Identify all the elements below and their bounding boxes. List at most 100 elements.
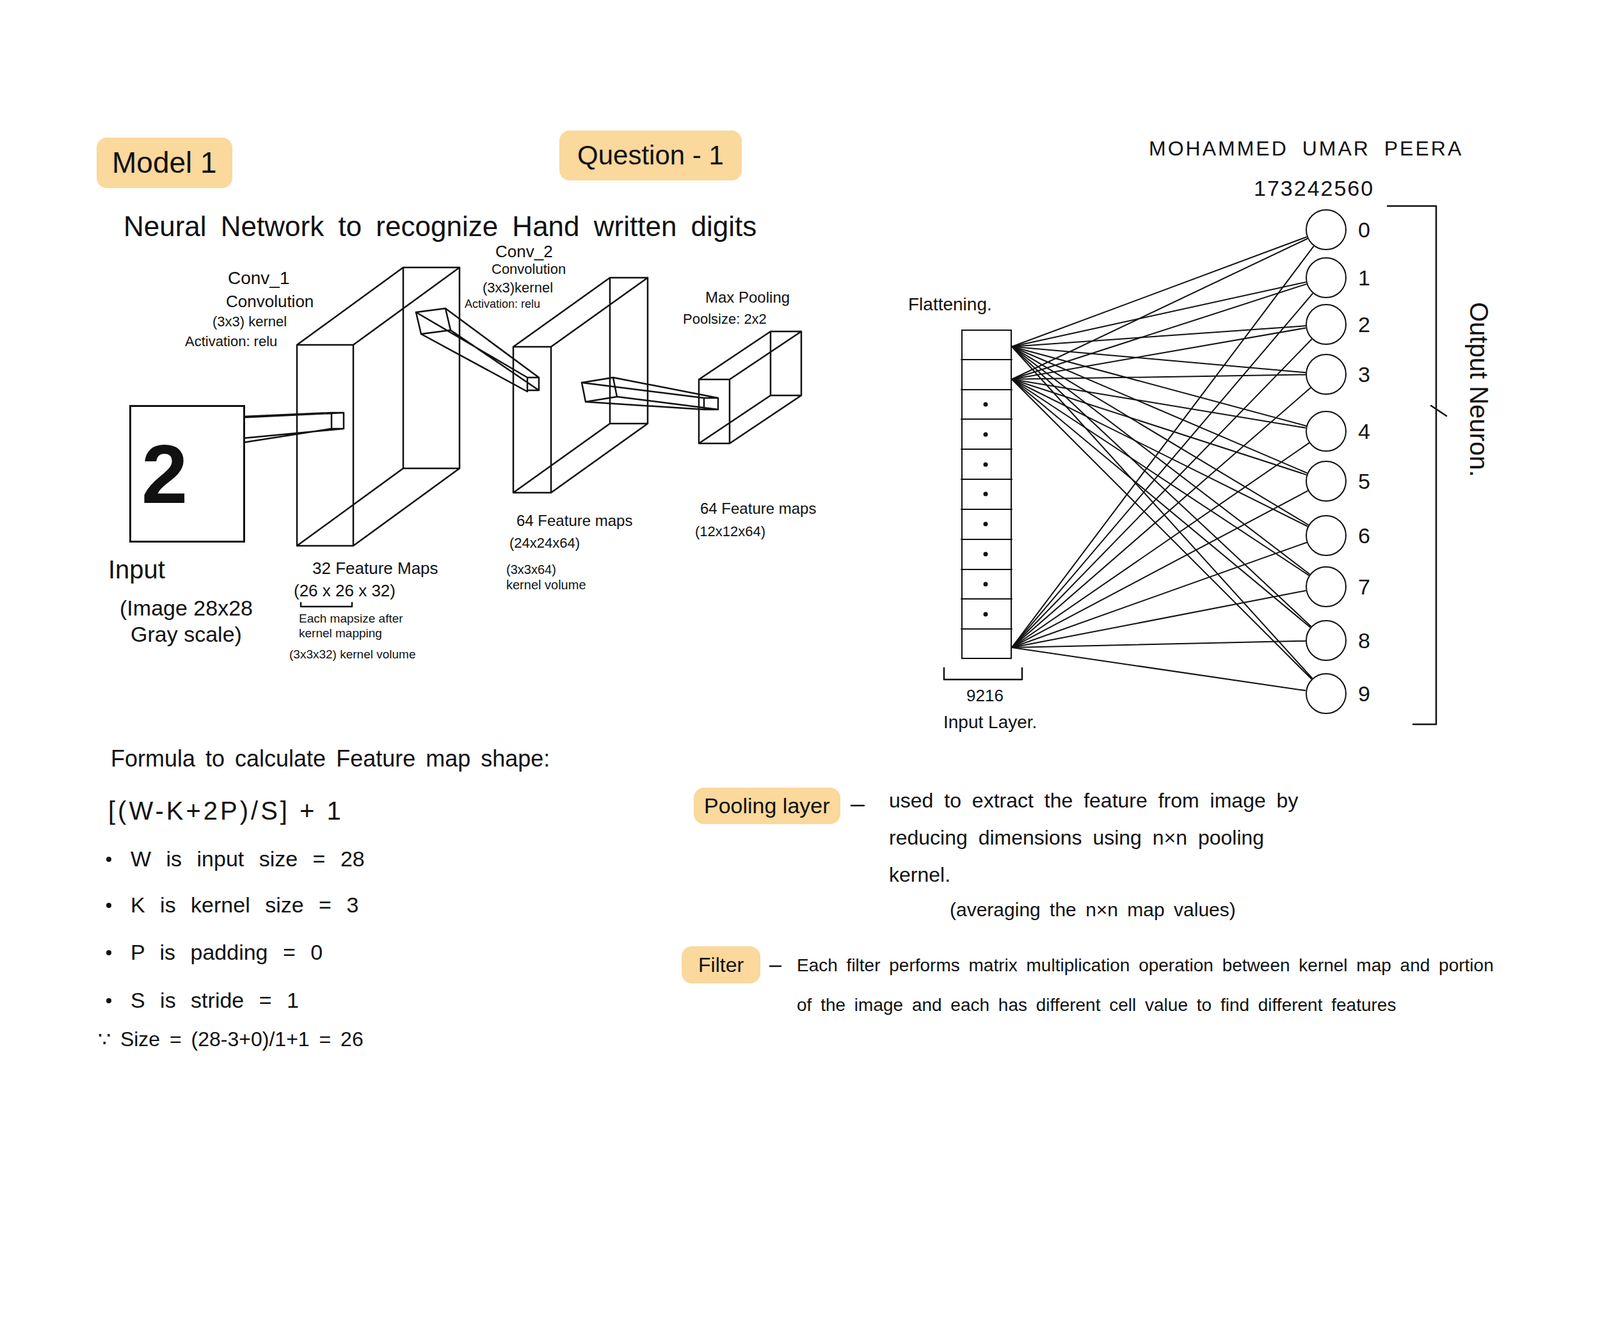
node-text: Pooling layer — [704, 792, 831, 820]
definition-text: used to extract the feature from image b… — [887, 782, 1300, 894]
output-neuron: 2 — [1305, 304, 1347, 345]
layer-heading: Flattening. — [906, 293, 994, 316]
feature-shape: (12x12x64) — [693, 523, 767, 541]
connector-line — [1011, 236, 1314, 648]
axis-label: Output Neuron. — [1463, 300, 1495, 479]
pooling-window-lines — [581, 377, 719, 410]
feature-shape: (26 x 26 x 32) — [292, 581, 397, 601]
flatten-dot — [983, 432, 989, 438]
flatten-dot — [983, 582, 989, 587]
node-text: Model 1 — [112, 145, 217, 181]
layer-size: 9216 — [965, 686, 1005, 706]
output-neuron: 8 — [1305, 620, 1347, 662]
bullet-dot — [106, 856, 112, 863]
connector-line — [1011, 346, 1309, 648]
formula-term: P is padding = 0 — [129, 939, 324, 966]
neuron-digit: 7 — [1356, 574, 1372, 601]
formula-term: W is input size = 28 — [129, 846, 367, 873]
definition-note: (averaging the n×n map values) — [948, 898, 1238, 922]
formula-term: S is stride = 1 — [129, 987, 301, 1014]
pool-size: Poolsize: 2x2 — [681, 311, 768, 328]
layer-type: Convolution — [224, 291, 315, 312]
feature-count: 64 Feature maps — [515, 512, 634, 531]
connector-line — [1011, 282, 1313, 648]
layer-name: Conv_1 — [226, 267, 292, 290]
feature-count: 32 Feature Maps — [311, 558, 440, 579]
flatten-dot — [983, 612, 989, 617]
output-neuron: 3 — [1305, 353, 1347, 395]
formula: [(W-K+2P)/S] + 1 — [106, 795, 345, 827]
neuron-digit: 5 — [1356, 468, 1372, 495]
output-neuron: 4 — [1305, 410, 1347, 452]
neuron-digit: 3 — [1356, 361, 1372, 388]
bullet-dot — [106, 998, 112, 1004]
output-neuron: 0 — [1305, 209, 1347, 251]
connector-line — [1011, 346, 1313, 692]
conv1-feature-block — [296, 267, 460, 546]
diagram-title: Neural Network to recognize Hand written… — [122, 209, 758, 244]
layer-name: Max Pooling — [704, 288, 792, 308]
output-bracket — [1387, 206, 1447, 725]
neuron-digit: 9 — [1356, 680, 1372, 708]
connector-line — [1011, 346, 1311, 648]
output-neuron: 6 — [1305, 515, 1347, 557]
activation: Activation: relu — [183, 333, 279, 351]
digit-glyph: 2 — [140, 432, 189, 516]
kernel-volume: (3x3x64) kernel volume — [504, 561, 594, 593]
receptive-field-lines — [416, 308, 539, 392]
bullet-dot — [106, 903, 112, 909]
neuron-digit: 0 — [1356, 216, 1372, 244]
input-label: Input — [106, 554, 167, 585]
neuron-digit: 2 — [1356, 311, 1372, 338]
neuron-digit: 8 — [1356, 627, 1372, 655]
conv2-patch — [581, 377, 617, 402]
size-bracket — [944, 668, 1023, 680]
neuron-digit: 6 — [1356, 522, 1372, 550]
bullet-dot — [106, 950, 112, 956]
term-highlight: Filter — [681, 946, 761, 984]
term-highlight: Pooling layer — [693, 787, 841, 825]
feature-count: 64 Feature maps — [698, 499, 818, 519]
input-image: 2 — [129, 405, 246, 543]
output-neuron: 1 — [1305, 257, 1347, 299]
dash-mark — [769, 965, 781, 968]
kernel-volume: (3x3x32) kernel volume — [288, 647, 417, 663]
connector-line — [1011, 346, 1311, 648]
flatten-dot — [983, 402, 989, 408]
size-bracket — [300, 602, 352, 607]
input-note: (Image 28x28 Gray scale) — [101, 595, 271, 648]
layer-name: Conv_2 — [494, 241, 555, 262]
connector-line — [1011, 325, 1312, 648]
formula-heading: Formula to calculate Feature map shape: — [109, 744, 552, 773]
kernel-size: (3x3) kernel — [211, 313, 288, 331]
neuron-digit: 4 — [1356, 418, 1372, 445]
node-text: Question - 1 — [577, 139, 724, 172]
formula-term: K is kernel size = 3 — [129, 892, 360, 919]
pool-feature-block — [698, 331, 802, 444]
heading-highlight: Model 1 — [96, 137, 233, 189]
author-name: MOHAMMED UMAR PEERA — [1147, 136, 1465, 161]
flatten-layer: Flattening.9216Input Layer. — [961, 329, 1012, 660]
flatten-cells — [961, 359, 1012, 630]
definition-text: Each filter performs matrix multiplicati… — [795, 945, 1503, 1026]
flatten-dot — [983, 552, 989, 557]
mapping-note: Each mapsize after kernel mapping — [297, 611, 422, 642]
flatten-dot — [983, 522, 989, 527]
flatten-dot — [983, 492, 989, 497]
output-neuron: 9 — [1305, 673, 1347, 715]
layer-name: Input Layer. — [942, 711, 1039, 734]
formula-result: ∵ Size = (28-3+0)/1+1 = 26 — [96, 1027, 365, 1052]
heading-highlight: Question - 1 — [559, 130, 742, 181]
output-neuron: 5 — [1305, 460, 1347, 502]
activation: Activation: relu — [463, 297, 542, 312]
student-id: 173242560 — [1252, 175, 1376, 202]
kernel-size: (3x3)kernel — [481, 279, 555, 297]
dash-mark — [851, 805, 864, 808]
feature-shape: (24x24x64) — [508, 535, 582, 552]
node-text: Filter — [698, 952, 744, 978]
neuron-digit: 1 — [1356, 264, 1372, 292]
layer-type: Convolution — [490, 261, 568, 278]
connector-line — [1011, 346, 1312, 648]
flatten-dot — [983, 462, 989, 468]
